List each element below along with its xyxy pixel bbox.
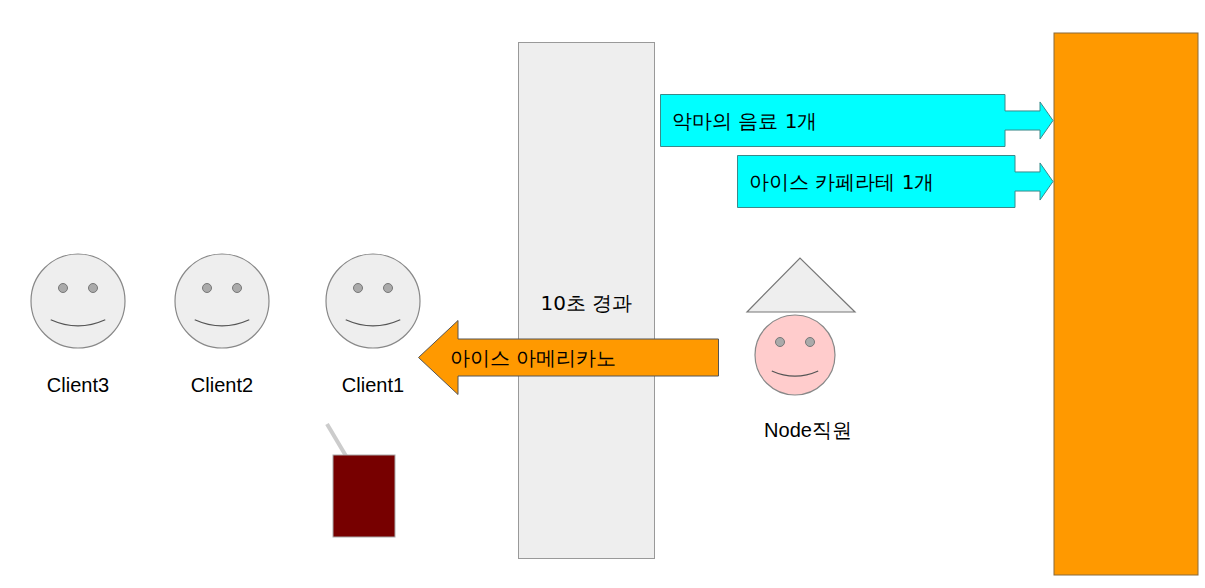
arrow-body	[738, 156, 1054, 208]
face-circle	[326, 254, 420, 348]
hat	[747, 258, 855, 312]
smile	[772, 371, 818, 376]
node-label: 아이스 아메리카노	[450, 346, 616, 370]
face-circle	[755, 315, 835, 395]
face-drawing	[313, 249, 433, 359]
straw	[327, 424, 346, 456]
node-label: Client3	[47, 373, 109, 397]
counter-block	[1054, 33, 1198, 575]
eye	[233, 284, 242, 293]
eye	[384, 284, 393, 293]
staff-drawing	[740, 255, 876, 400]
eye	[59, 284, 68, 293]
request-arrow: 악마의 음료 1개	[660, 94, 1053, 147]
node-label: Client2	[191, 373, 253, 397]
client-face: Client2	[162, 249, 282, 399]
staff-figure: Node직원	[740, 255, 876, 445]
client-face: Client1	[313, 249, 433, 399]
node-label: 아이스 카페라테 1개	[749, 170, 934, 194]
node-label: 악마의 음료 1개	[672, 109, 817, 133]
smile	[195, 320, 250, 326]
request-arrow: 아이스 카페라테 1개	[737, 155, 1053, 208]
coffee-cup	[333, 455, 395, 537]
node-label: Node직원	[764, 418, 852, 442]
eye	[354, 284, 363, 293]
eye	[776, 338, 785, 347]
eye	[806, 338, 815, 347]
eye	[89, 284, 98, 293]
face-drawing	[18, 249, 138, 359]
eye	[203, 284, 212, 293]
delivery-arrow: 아이스 아메리카노	[418, 320, 719, 395]
face-drawing	[162, 249, 282, 359]
client-face: Client3	[18, 249, 138, 399]
face-circle	[31, 254, 125, 348]
node-label: Client1	[342, 373, 404, 397]
node-label: 10초 경과	[541, 291, 633, 315]
arrow-body	[661, 95, 1054, 147]
panel-rect	[519, 43, 655, 559]
smile	[51, 320, 106, 326]
face-circle	[175, 254, 269, 348]
arrow-body	[419, 321, 719, 395]
time-panel: 10초 경과	[518, 42, 655, 559]
smile	[346, 320, 401, 326]
